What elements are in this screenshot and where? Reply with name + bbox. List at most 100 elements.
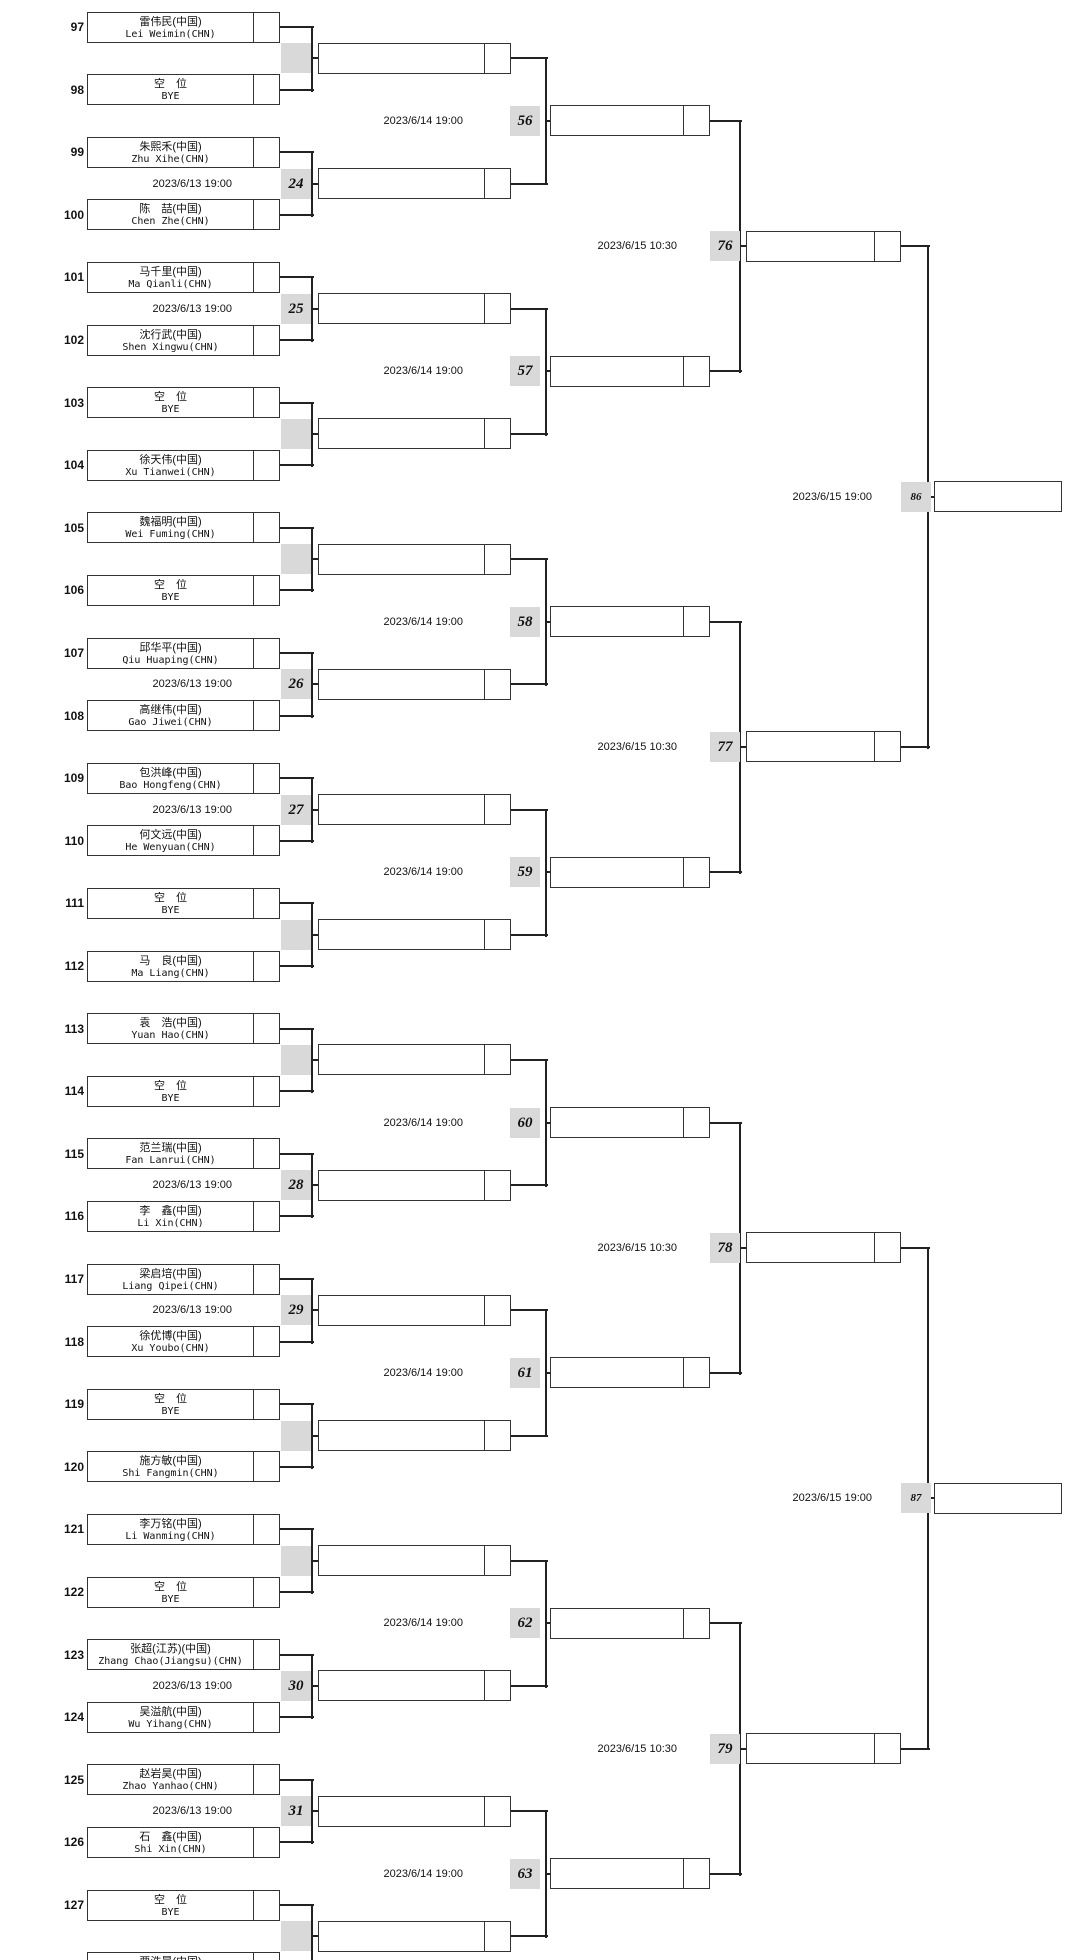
bracket-line (312, 182, 320, 185)
bracket-line (710, 620, 742, 623)
player-box: 袁 浩(中国)Yuan Hao(CHN) (87, 1013, 280, 1045)
bracket-line (546, 1622, 552, 1625)
match-score-cell (484, 544, 510, 574)
player-name-chinese: 空 位 (154, 391, 187, 404)
match-datetime: 2023/6/15 19:00 (792, 1492, 872, 1505)
player-box: 施方敏(中国)Shi Fangmin(CHN) (87, 1451, 280, 1483)
player-name-english: Bao Hongfeng(CHN) (119, 779, 222, 791)
bracket-line (280, 1340, 314, 1343)
seed-number: 114 (64, 1084, 84, 1099)
player-name-chinese: 高继伟(中国) (139, 704, 202, 717)
match-number (281, 544, 311, 575)
match-score-cell (683, 857, 709, 887)
player-name-english: Ma Liang(CHN) (131, 967, 210, 979)
seed-number: 115 (64, 1146, 84, 1161)
bracket-line (546, 620, 552, 623)
player-score-cell (253, 1014, 279, 1044)
bracket-line (280, 401, 314, 404)
bracket-line (280, 777, 314, 780)
bracket-line (710, 1872, 742, 1875)
bracket-line (511, 432, 548, 435)
match-score-cell (484, 920, 510, 950)
match-datetime: 2023/6/15 19:00 (792, 490, 872, 503)
match-result-box (318, 1294, 511, 1326)
match-result-box (318, 168, 511, 199)
player-name-english: Shi Xin(CHN) (134, 1843, 207, 1855)
bracket-line (545, 559, 547, 687)
bracket-line (280, 526, 314, 529)
match-datetime: 2023/6/13 19:00 (152, 302, 232, 315)
bracket-line (710, 871, 742, 874)
seed-number: 123 (63, 1647, 84, 1662)
player-score-cell (253, 137, 279, 167)
bracket-line (511, 1058, 548, 1061)
bracket-line (280, 1841, 314, 1844)
bracket-line (311, 277, 313, 342)
player-score-cell (253, 388, 279, 418)
player-box: 雷伟民(中国)Lei Weimin(CHN) (87, 11, 280, 43)
player-box: 邱华平(中国)Qiu Huaping(CHN) (87, 637, 280, 669)
player-box: 吴溢航(中国)Wu Yihang(CHN) (87, 1701, 280, 1733)
bracket-line (280, 1653, 314, 1656)
player-box: 范兰瑞(中国)Fan Lanrui(CHN) (87, 1138, 280, 1170)
player-score-cell (253, 888, 279, 918)
player-score-cell (253, 1890, 279, 1920)
player-score-cell (253, 575, 279, 605)
player-name-english: BYE (161, 904, 180, 916)
bracket-line (280, 1904, 314, 1906)
match-datetime: 2023/6/13 19:00 (152, 678, 232, 691)
match-result-box (318, 1420, 511, 1451)
player-name-chinese: 雷伟民(中国) (139, 15, 202, 28)
match-result-box (746, 230, 901, 262)
seed-number: 102 (63, 333, 84, 347)
player-score-cell (253, 701, 279, 731)
match-number (281, 1044, 311, 1075)
bracket-line (312, 1058, 320, 1061)
bracket-line (280, 1528, 314, 1531)
player-name-english: BYE (161, 91, 180, 103)
player-box: 贾浩晨(中国)Jia Haochen(CHN) (87, 1952, 280, 1960)
bracket-line (546, 119, 552, 122)
seed-number: 98 (70, 82, 84, 97)
bracket-line (312, 1935, 320, 1938)
bracket-line (511, 307, 548, 310)
match-score-cell (683, 106, 709, 136)
bracket-line (280, 652, 314, 654)
match-datetime: 2023/6/13 19:00 (152, 803, 232, 816)
match-result-box (318, 1670, 511, 1702)
player-box: 李万铭(中国)Li Wanming(CHN) (87, 1513, 280, 1545)
player-name-chinese: 魏福明(中国) (139, 516, 202, 529)
player-score-cell (253, 450, 279, 480)
player-score-cell (253, 513, 279, 543)
match-number: 79 (710, 1733, 740, 1764)
player-name-chinese: 陈 喆(中国) (139, 203, 202, 216)
bracket-line (311, 402, 313, 468)
match-number: 56 (510, 105, 540, 136)
match-number (281, 418, 311, 449)
seed-number: 111 (65, 896, 84, 911)
seed-number: 99 (70, 145, 84, 160)
player-score-cell (253, 1577, 279, 1607)
player-box: 赵岩昊(中国)Zhao Yanhao(CHN) (87, 1764, 280, 1796)
player-name-english: BYE (161, 1405, 180, 1417)
match-datetime: 2023/6/14 19:00 (383, 615, 463, 628)
bracket-line (280, 589, 314, 592)
match-datetime: 2023/6/13 19:00 (152, 1805, 232, 1818)
bracket-line (312, 1309, 320, 1312)
match-result-box (550, 355, 710, 387)
match-result-box (746, 731, 901, 763)
bracket-line (740, 1246, 748, 1249)
player-name-english: Shi Fangmin(CHN) (122, 1468, 219, 1480)
seed-number: 125 (63, 1772, 84, 1787)
match-datetime: 2023/6/14 19:00 (383, 866, 463, 879)
match-result-box (318, 1920, 511, 1952)
match-score-cell (484, 419, 510, 449)
bracket-line (280, 1215, 314, 1218)
match-score-cell (683, 1859, 709, 1889)
match-score-cell (484, 795, 510, 824)
player-name-chinese: 沈行武(中国) (139, 328, 202, 341)
player-name-chinese: 张超(江苏)(中国) (130, 1643, 211, 1656)
